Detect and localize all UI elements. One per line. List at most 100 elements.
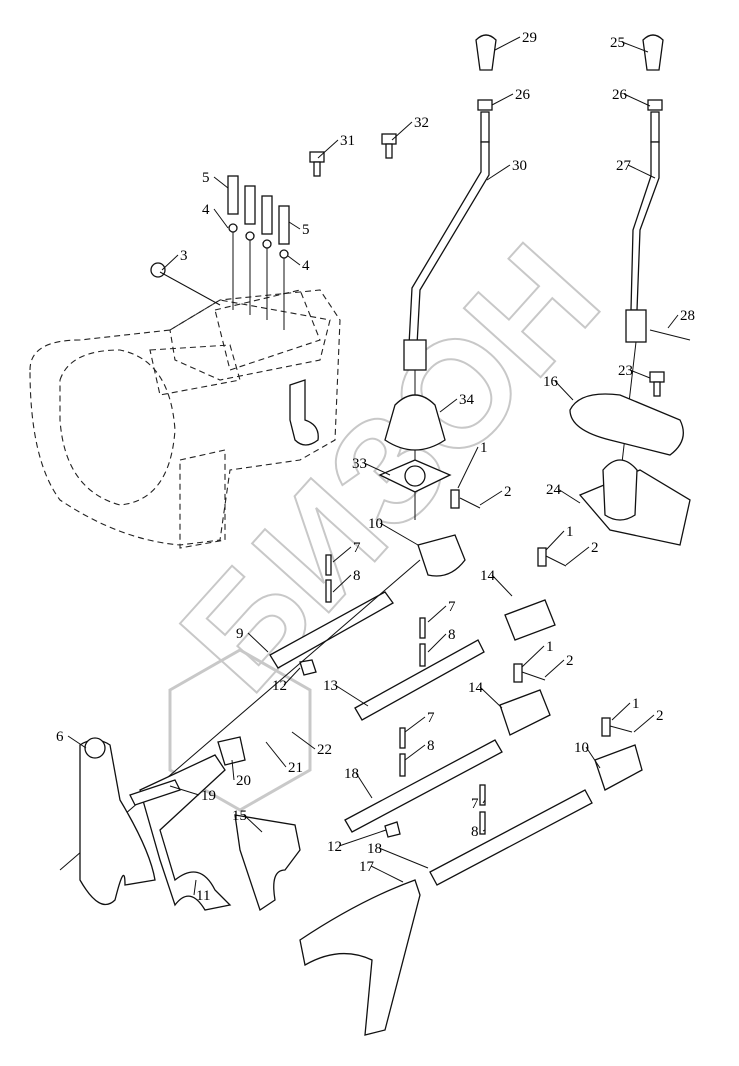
callout-6: 6 — [56, 729, 64, 745]
callout-1: 1 — [632, 696, 640, 712]
leader-line — [545, 530, 565, 551]
leader-line — [213, 208, 229, 229]
leader-line — [288, 221, 301, 230]
leader-line — [332, 574, 352, 593]
leader-line — [621, 41, 649, 53]
leader-line — [491, 93, 514, 106]
leader-line — [404, 716, 426, 733]
callout-29: 29 — [522, 30, 537, 46]
leader-line — [585, 746, 601, 769]
leader-line — [213, 176, 229, 189]
leader-line — [623, 93, 651, 107]
leader-line — [457, 446, 479, 489]
callout-13: 13 — [323, 678, 338, 694]
gearbox-housing — [29, 262, 341, 549]
leader-line — [265, 741, 287, 768]
shift-rods — [59, 534, 643, 886]
watermark-logo: БИЗОН — [148, 212, 631, 812]
detent-springs — [227, 175, 290, 330]
callout-8: 8 — [471, 824, 479, 840]
leader-line — [633, 714, 655, 733]
leader-line — [193, 879, 197, 896]
callout-30: 30 — [512, 158, 527, 174]
leader-line — [554, 380, 574, 401]
leader-line — [491, 574, 513, 597]
callout-2: 2 — [504, 484, 512, 500]
callout-23: 23 — [618, 363, 633, 379]
leader-line — [231, 759, 235, 781]
callout-labels: 2926323130545432526272823163433121024127… — [56, 30, 695, 904]
leader-line — [629, 369, 651, 379]
callout-11: 11 — [196, 888, 210, 904]
callout-8: 8 — [448, 627, 456, 643]
leader-line — [378, 847, 429, 869]
leader-line — [557, 488, 581, 504]
callout-33: 33 — [352, 456, 367, 472]
leader-line — [283, 667, 301, 686]
leader-line — [338, 829, 387, 847]
leader-line — [439, 398, 458, 413]
callout-12: 12 — [327, 839, 342, 855]
leader-line — [317, 139, 339, 159]
callout-4: 4 — [202, 202, 210, 218]
callout-8: 8 — [353, 568, 361, 584]
callout-18: 18 — [344, 766, 359, 782]
callout-1: 1 — [546, 639, 554, 655]
callout-31: 31 — [340, 133, 355, 149]
callout-21: 21 — [288, 760, 303, 776]
leader-line — [363, 462, 391, 476]
leader-line — [243, 814, 263, 833]
screws — [450, 489, 633, 737]
leader-line — [427, 605, 447, 623]
callout-28: 28 — [680, 308, 695, 324]
callout-18: 18 — [367, 841, 382, 857]
callout-5: 5 — [202, 170, 210, 186]
leader-line — [486, 164, 511, 181]
callout-5: 5 — [302, 222, 310, 238]
callout-15: 15 — [232, 808, 247, 824]
callout-2: 2 — [656, 708, 664, 724]
leader-line — [627, 164, 656, 179]
leader-line — [479, 490, 503, 506]
pins — [325, 554, 486, 835]
callout-25: 25 — [610, 35, 625, 51]
callout-8: 8 — [427, 738, 435, 754]
callout-7: 7 — [353, 540, 361, 556]
leader-line — [379, 522, 419, 546]
leader-line — [291, 731, 316, 750]
leader-line — [494, 36, 521, 51]
leader-line — [611, 702, 631, 721]
callout-14: 14 — [468, 680, 484, 696]
callout-27: 27 — [616, 158, 632, 174]
leader-line — [247, 632, 269, 653]
callout-2: 2 — [591, 540, 599, 556]
callout-7: 7 — [471, 796, 479, 812]
leader-line — [287, 255, 301, 266]
shift-lever-reverse — [569, 34, 691, 546]
leader-line — [404, 744, 426, 761]
callout-26: 26 — [515, 87, 531, 103]
leader-line — [482, 799, 486, 804]
callout-1: 1 — [566, 524, 574, 540]
callout-22: 22 — [317, 742, 332, 758]
callout-12: 12 — [272, 678, 287, 694]
leader-line — [667, 314, 679, 329]
leader-line — [67, 735, 87, 749]
callout-19: 19 — [201, 788, 216, 804]
callout-1: 1 — [480, 440, 488, 456]
callout-34: 34 — [459, 392, 475, 408]
leader-line — [544, 659, 565, 678]
callout-7: 7 — [448, 599, 456, 615]
callout-16: 16 — [543, 374, 559, 390]
leader-line — [332, 546, 352, 563]
callout-10: 10 — [574, 740, 589, 756]
leader-line — [370, 865, 404, 883]
callout-24: 24 — [546, 482, 562, 498]
leader-line — [521, 645, 545, 668]
callout-20: 20 — [236, 773, 251, 789]
shift-lever-main — [378, 34, 497, 520]
callout-17: 17 — [359, 859, 375, 875]
callout-14: 14 — [480, 568, 496, 584]
